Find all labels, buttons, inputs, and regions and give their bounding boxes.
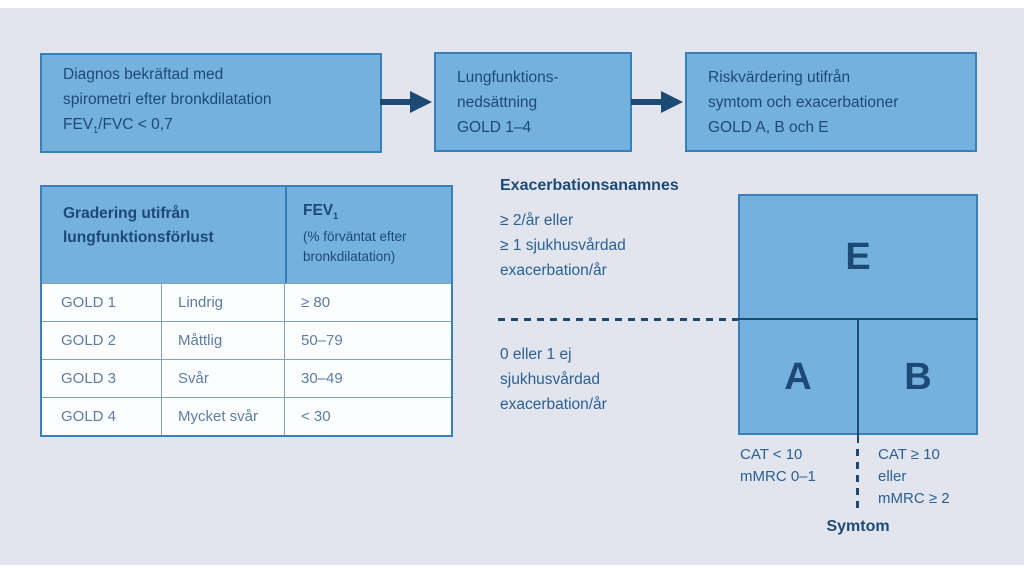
cell-fev: 50–79 — [301, 332, 343, 349]
exacerbation-history-title: Exacerbationsanamnes — [500, 177, 679, 194]
formula-suffix: /FVC < 0,7 — [98, 116, 173, 134]
flow-step-line: GOLD A, B och E — [708, 118, 829, 136]
fev-subscript: 1 — [333, 211, 339, 222]
criteria-line: 0 eller 1 ej — [500, 346, 572, 363]
symptom-axis-label: Symtom — [826, 518, 890, 535]
table-row: GOLD 2 Måttlig 50–79 — [42, 321, 451, 359]
criteria-line: ≥ 1 sjukhusvårdad — [500, 237, 626, 254]
cell-fev: < 30 — [301, 408, 331, 425]
cell-severity: Mycket svår — [162, 398, 285, 435]
table-header-grading: Gradering utifrån lungfunktionsförlust — [42, 187, 287, 283]
risk-group-b-cell: B — [904, 356, 932, 398]
cell-severity: Svår — [162, 360, 285, 397]
criteria-line: ≥ 2/år eller — [500, 212, 574, 229]
symptom-criteria-low: CAT < 10 mMRC 0–1 — [740, 444, 816, 488]
cell-grade: GOLD 1 — [42, 284, 162, 321]
flow-step-line: symtom och exacerbationer — [708, 93, 899, 111]
cell-grade: GOLD 2 — [42, 322, 162, 359]
criteria-line: exacerbation/år — [500, 396, 607, 413]
criteria-line: mMRC ≥ 2 — [878, 490, 950, 507]
fev-prefix: FEV — [303, 202, 334, 219]
flow-step-line: GOLD 1–4 — [457, 118, 532, 136]
risk-grid-horizontal-divider — [738, 318, 978, 320]
criteria-line: sjukhusvårdad — [500, 371, 600, 388]
formula-subscript: 1 — [93, 125, 99, 136]
cell-fev: 30–49 — [301, 370, 343, 387]
table-row: GOLD 3 Svår 30–49 — [42, 359, 451, 397]
formula-prefix: FEV — [63, 116, 94, 134]
high-exacerbation-criteria: ≥ 2/år eller ≥ 1 sjukhusvårdad exacerbat… — [500, 208, 626, 283]
flow-step-line: spirometri efter bronkdilatation — [63, 91, 272, 109]
fev-header-note: (% förväntat efter bronkdilatation) — [303, 229, 407, 265]
cell-grade: GOLD 4 — [42, 398, 162, 435]
risk-group-e-cell: E — [845, 235, 871, 278]
table-header-fev: FEV1 (% förväntat efter bronkdilatation) — [287, 187, 451, 283]
arrow-right-icon — [631, 91, 683, 113]
criteria-line: mMRC 0–1 — [740, 468, 816, 485]
risk-group-a-cell: A — [784, 356, 812, 398]
criteria-line: CAT ≥ 10 — [878, 446, 940, 463]
table-row: GOLD 4 Mycket svår < 30 — [42, 397, 451, 435]
table-row: GOLD 1 Lindrig ≥ 80 — [42, 283, 451, 321]
cell-severity: Måttlig — [162, 322, 285, 359]
gold-grading-table: Gradering utifrån lungfunktionsförlust F… — [40, 185, 453, 437]
table-header-row: Gradering utifrån lungfunktionsförlust F… — [42, 187, 451, 283]
symptom-criteria-high: CAT ≥ 10 eller mMRC ≥ 2 — [878, 444, 950, 510]
criteria-line: eller — [878, 468, 907, 485]
low-exacerbation-criteria: 0 eller 1 ej sjukhusvårdad exacerbation/… — [500, 342, 607, 417]
arrow-right-icon — [380, 91, 432, 113]
flow-step-lung-function: Lungfunktions- nedsättning GOLD 1–4 — [434, 52, 632, 152]
flow-step-line: nedsättning — [457, 93, 538, 111]
flow-step-line: Diagnos bekräftad med — [63, 66, 224, 84]
cell-fev: ≥ 80 — [301, 294, 331, 311]
criteria-line: CAT < 10 — [740, 446, 803, 463]
criteria-line: exacerbation/år — [500, 262, 607, 279]
symptom-threshold-dashed-line — [856, 449, 859, 511]
flow-step-line: Lungfunktions- — [457, 68, 559, 86]
flow-step-line: Riskvärdering utifrån — [708, 68, 851, 86]
fev-header-title: FEV1 — [303, 200, 441, 227]
flow-step-diagnosis: Diagnos bekräftad med spirometri efter b… — [40, 53, 382, 153]
risk-grid-vertical-divider — [857, 320, 859, 443]
fev-fvc-formula: FEV1/FVC < 0,7 — [63, 112, 362, 143]
cell-severity: Lindrig — [162, 284, 285, 321]
cell-grade: GOLD 3 — [42, 360, 162, 397]
exacerbation-threshold-dashed-line — [498, 318, 738, 321]
flow-step-risk-assessment: Riskvärdering utifrån symtom och exacerb… — [685, 52, 977, 152]
